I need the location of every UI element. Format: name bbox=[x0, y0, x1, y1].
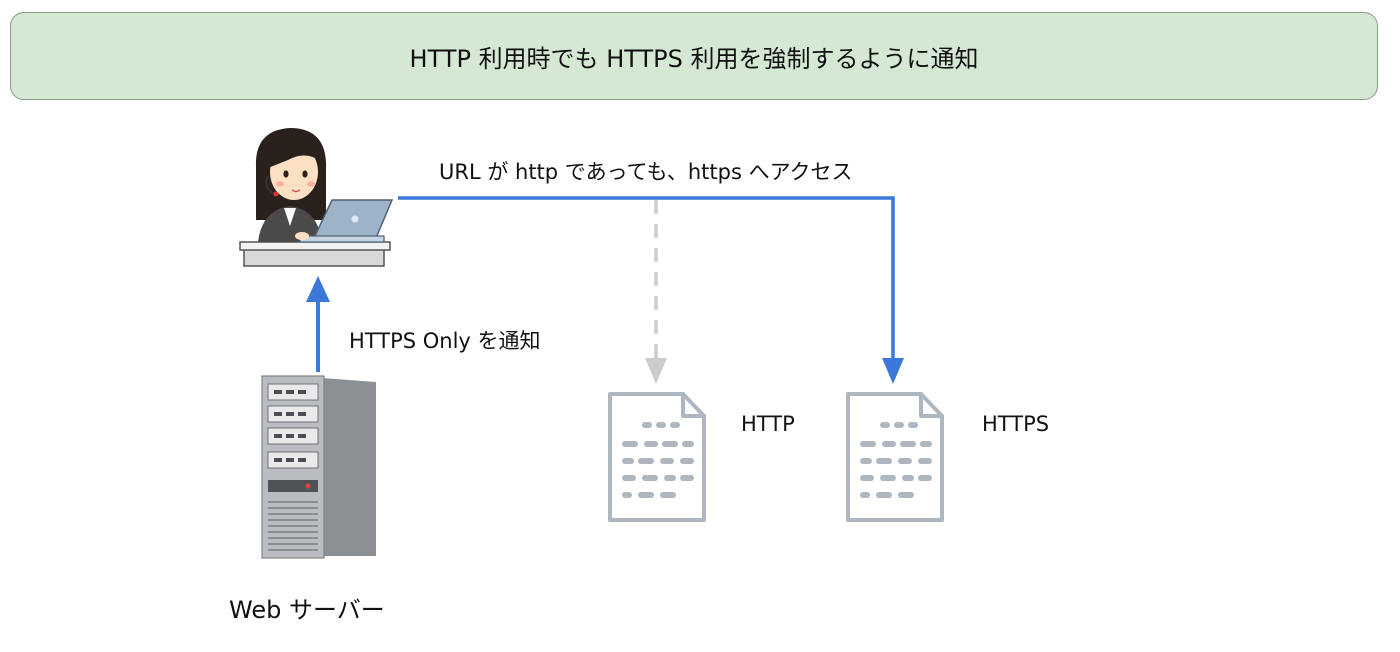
server-label: Web サーバー bbox=[229, 596, 385, 624]
connector-access-http-dashed bbox=[645, 200, 667, 384]
access-note-label: URL が http であっても、https へアクセス bbox=[439, 160, 853, 184]
title-banner: HTTP 利用時でも HTTPS 利用を強制するように通知 bbox=[10, 12, 1378, 100]
https-document-icon bbox=[846, 392, 944, 522]
server-tower-icon bbox=[261, 375, 376, 559]
user-at-laptop-icon bbox=[239, 128, 394, 267]
connector-notify-hsts bbox=[306, 276, 330, 372]
title-text: HTTP 利用時でも HTTPS 利用を強制するように通知 bbox=[409, 44, 979, 73]
http-doc-label: HTTP bbox=[741, 412, 795, 436]
http-document-icon bbox=[608, 392, 706, 522]
notify-note-label: HTTPS Only を通知 bbox=[349, 329, 541, 353]
https-doc-label: HTTPS bbox=[982, 412, 1050, 436]
connector-access-https bbox=[398, 196, 904, 384]
